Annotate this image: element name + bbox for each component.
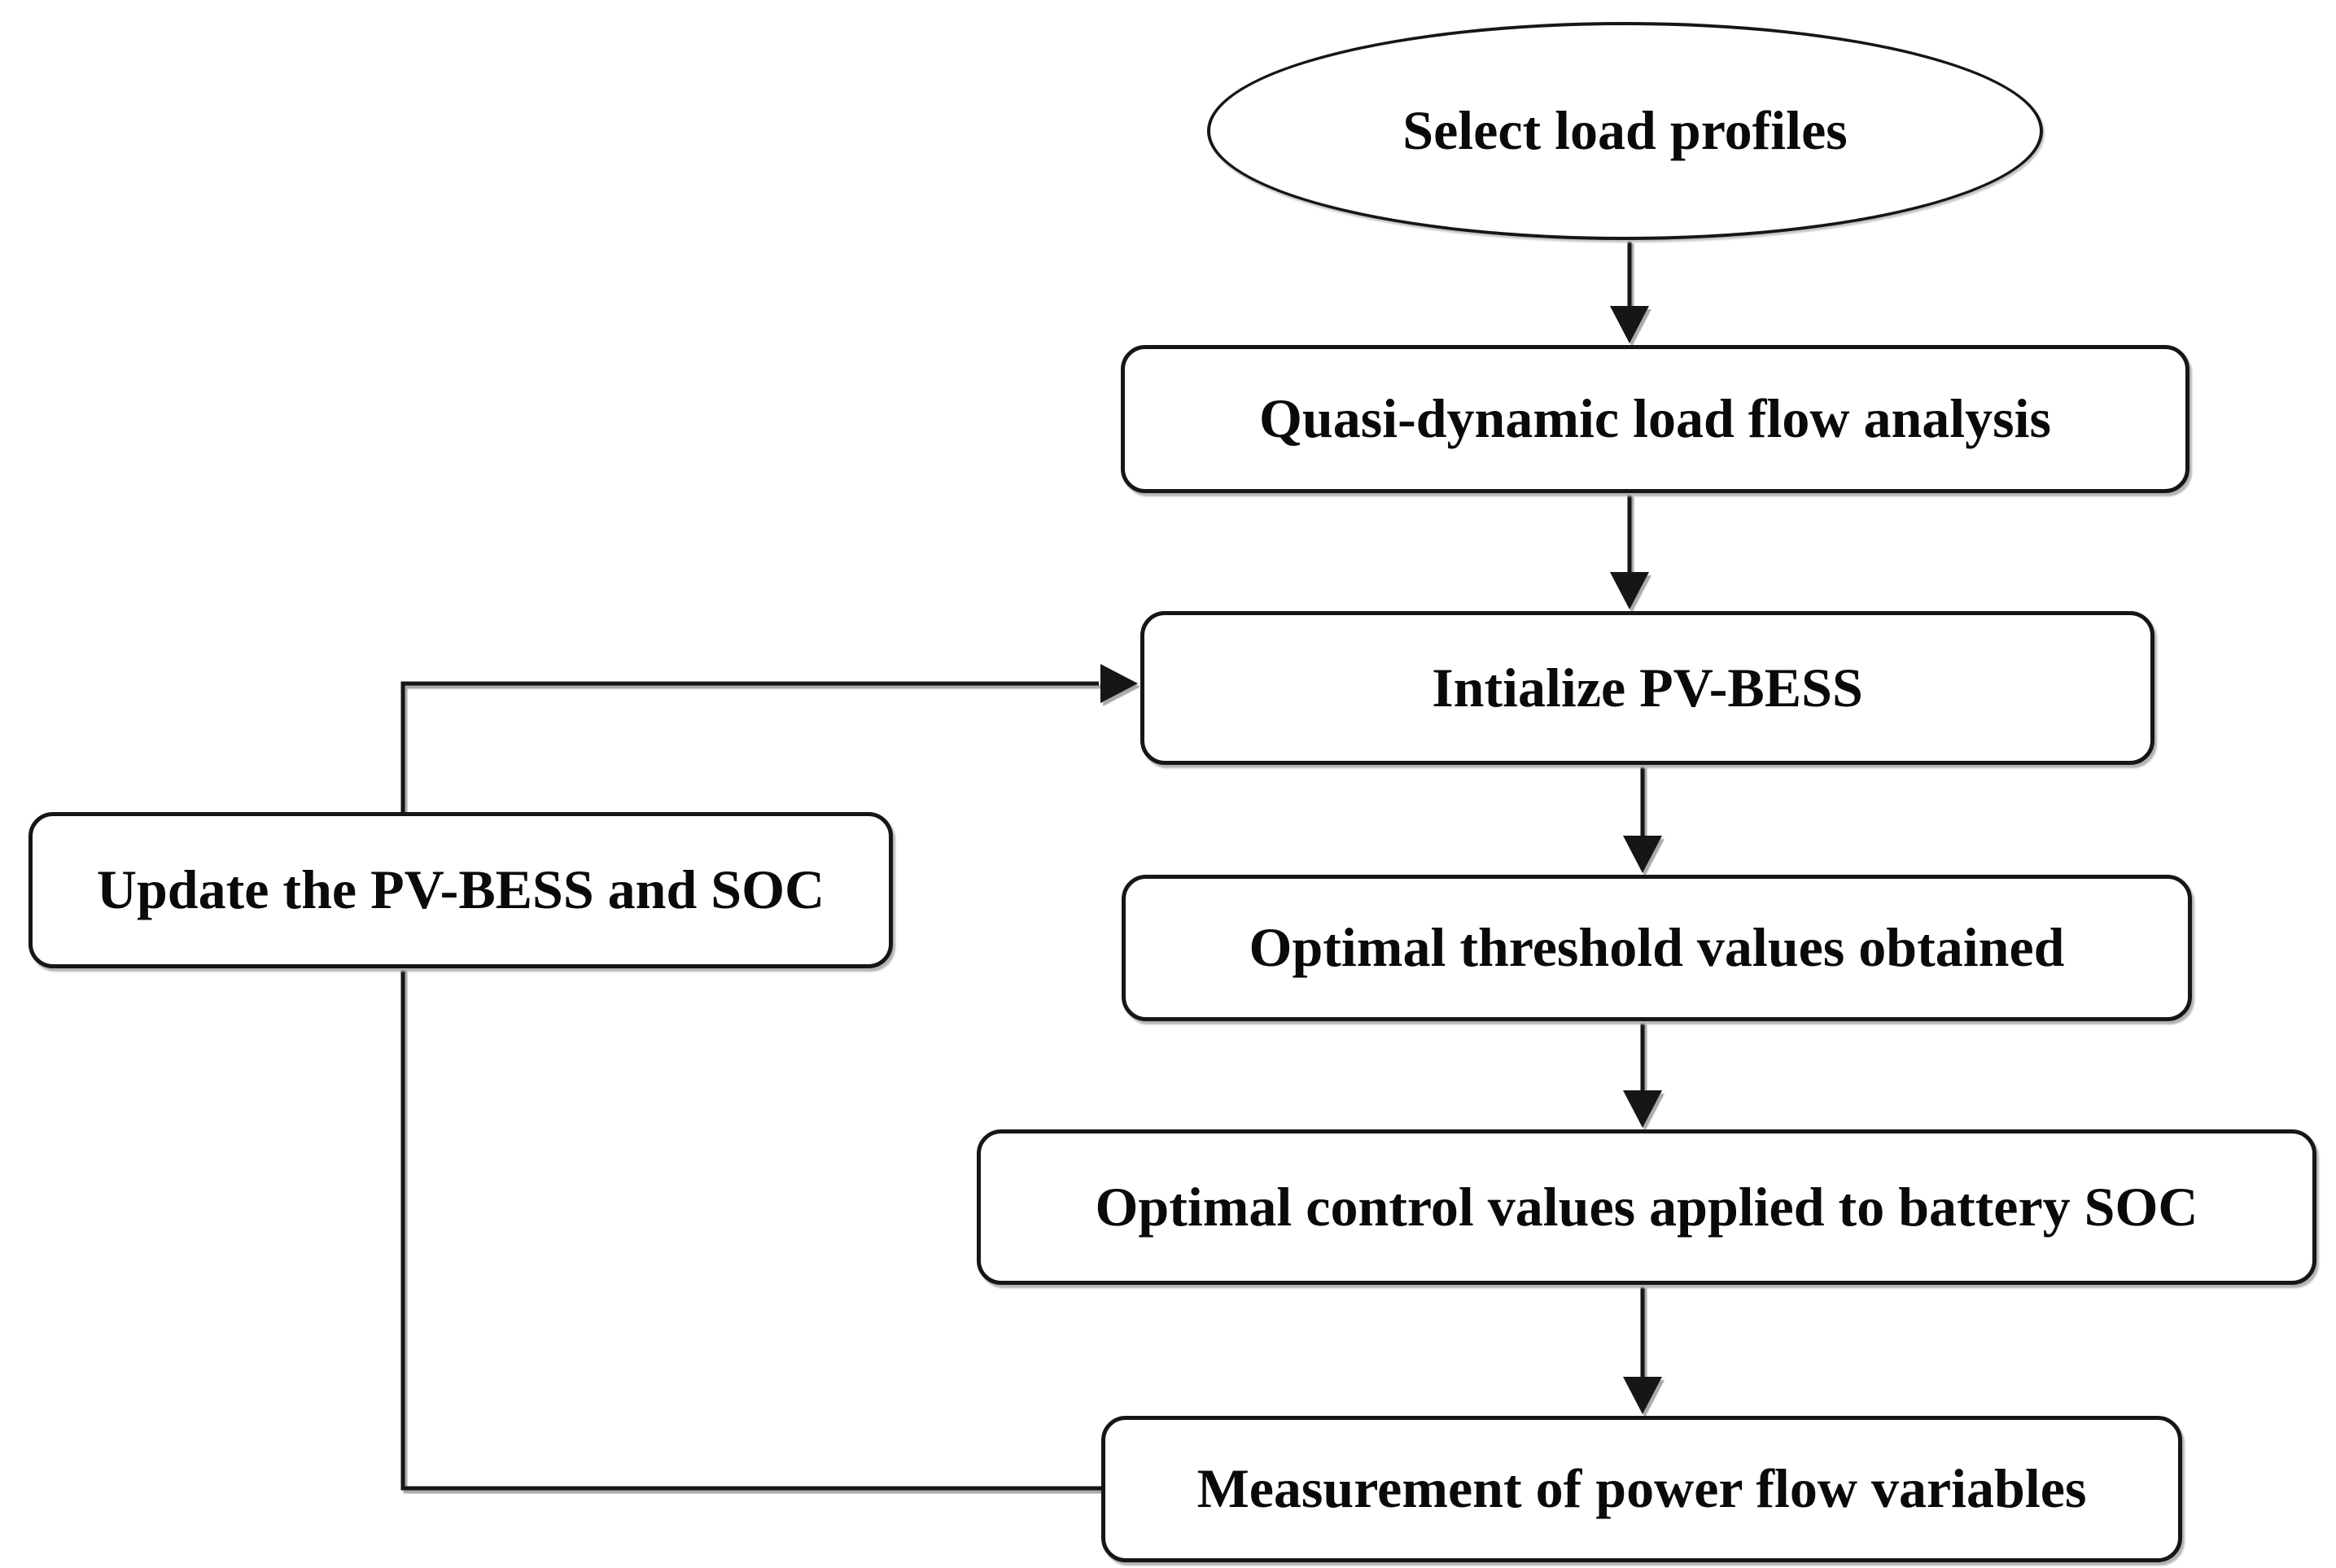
arrowhead-quasi-to-initialize — [1610, 572, 1649, 609]
node-quasi-dynamic-load-flow-label: Quasi-dynamic load flow analysis — [1259, 387, 2051, 450]
node-initialize-pv-bess-label: Intialize PV-BESS — [1432, 656, 1863, 718]
node-update-pv-bess-soc: Update the PV-BESS and SOC — [28, 812, 893, 968]
node-select-load-profiles-label: Select load profiles — [1402, 99, 1848, 162]
node-initialize-pv-bess: Intialize PV-BESS — [1140, 611, 2154, 765]
node-quasi-dynamic-load-flow: Quasi-dynamic load flow analysis — [1121, 345, 2189, 493]
node-optimal-threshold-values-label: Optimal threshold values obtained — [1249, 916, 2065, 979]
node-select-load-profiles: Select load profiles — [1207, 22, 2043, 240]
arrowhead-threshold-to-control — [1623, 1090, 1662, 1128]
arrowhead-control-to-measurement — [1623, 1377, 1662, 1414]
edge-feedback-measurement-to-initialize — [400, 681, 1101, 1491]
node-measurement-power-flow-label: Measurement of power flow variables — [1196, 1457, 2087, 1520]
node-measurement-power-flow: Measurement of power flow variables — [1101, 1416, 2182, 1562]
arrowhead-start-to-quasi — [1610, 306, 1649, 343]
node-optimal-control-values-label: Optimal control values applied to batter… — [1095, 1175, 2198, 1238]
node-update-pv-bess-soc-label: Update the PV-BESS and SOC — [96, 858, 825, 921]
arrowhead-feedback-to-initialize — [1100, 664, 1138, 703]
arrowhead-initialize-to-threshold — [1623, 836, 1662, 873]
node-optimal-threshold-values: Optimal threshold values obtained — [1122, 875, 2192, 1021]
node-optimal-control-values: Optimal control values applied to batter… — [977, 1129, 2316, 1285]
